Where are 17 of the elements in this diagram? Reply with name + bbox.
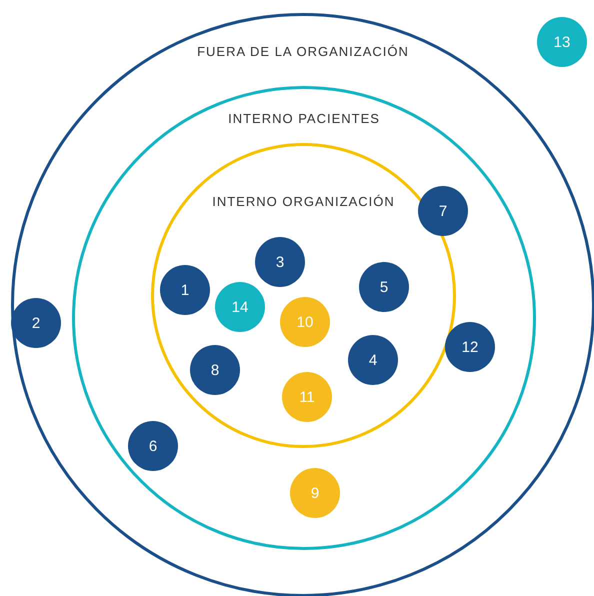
number-marker: 12	[445, 322, 495, 372]
number-marker: 4	[348, 335, 398, 385]
number-marker: 5	[359, 262, 409, 312]
ring	[11, 13, 594, 596]
ring-label: INTERNO PACIENTES	[227, 111, 381, 126]
number-marker: 10	[280, 297, 330, 347]
ring	[72, 86, 536, 550]
ring-label: FUERA DE LA ORGANIZACIÓN	[196, 44, 410, 59]
number-marker: 6	[128, 421, 178, 471]
number-marker: 3	[255, 237, 305, 287]
number-marker: 8	[190, 345, 240, 395]
number-marker: 11	[282, 372, 332, 422]
ring-label: INTERNO ORGANIZACIÓN	[211, 194, 396, 209]
number-marker: 7	[418, 186, 468, 236]
number-marker: 14	[215, 282, 265, 332]
number-marker: 9	[290, 468, 340, 518]
number-marker: 1	[160, 265, 210, 315]
